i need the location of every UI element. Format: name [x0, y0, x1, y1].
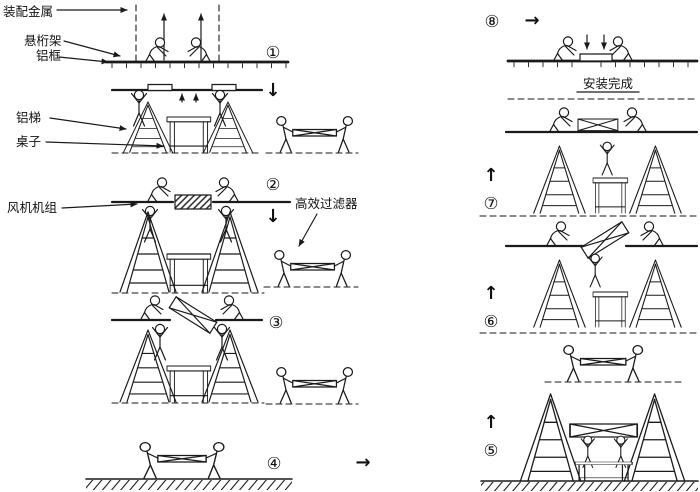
worker-figure	[552, 36, 577, 62]
flow-right-arrow-1: →	[355, 452, 370, 473]
flow-down-arrow-2: ↓	[265, 206, 280, 227]
worker-figure	[144, 37, 169, 63]
step-5-marker: ⑤	[484, 441, 499, 460]
flow-up-arrow-1: ↑	[483, 165, 498, 186]
frame-leader	[58, 56, 109, 65]
table-figure	[166, 116, 212, 153]
ladder-figure	[519, 393, 582, 482]
label-hepa-filter: 高效过滤器	[295, 196, 358, 211]
ladder-figure	[623, 393, 686, 482]
worker-figure	[146, 177, 171, 203]
labels: 装配金属 悬桁架 铝框 铝梯 桌子 风机机组 高效过滤器 安装完成	[3, 4, 633, 215]
worker-figure	[220, 295, 245, 321]
worker-figure	[609, 36, 634, 62]
worker-figure	[623, 107, 648, 133]
hepa-filter-leader	[298, 213, 318, 247]
label-assembly-metal: 装配金属	[3, 4, 53, 19]
installed-filter-panel	[579, 53, 613, 62]
filter-panel-figure	[577, 118, 619, 132]
step-6-marker: ⑥	[484, 312, 499, 331]
ceiling-panel	[147, 83, 173, 92]
worker-figure	[187, 37, 212, 63]
table-figure	[574, 461, 633, 482]
ceiling-assembly-scene	[56, 4, 290, 69]
filter-carry-figure	[563, 344, 644, 382]
tilted-filter-figure	[580, 221, 630, 259]
worker-figure	[599, 141, 615, 176]
hatched-ground	[481, 482, 698, 491]
flow-up-arrow-2: ↑	[483, 283, 498, 304]
ceiling-grid-ticks	[111, 63, 287, 69]
filter-panel-figure	[569, 423, 639, 438]
ladder-figure	[629, 145, 682, 214]
tilted-filter-figure	[168, 296, 218, 334]
step-3-marker: ③	[269, 313, 284, 332]
ladder-figure	[533, 259, 586, 328]
step-8-marker: ⑧	[485, 12, 500, 31]
worker-figure	[545, 221, 570, 247]
step-4-marker: ④	[267, 454, 282, 473]
filter-carry-figure	[276, 115, 354, 153]
filter-lift-scene	[480, 344, 699, 491]
worker-figure	[215, 177, 240, 203]
frame-hoist-scene	[45, 83, 359, 154]
fan-unit-leader	[61, 201, 138, 209]
ladder-figure	[533, 145, 586, 214]
ceiling-panel	[211, 83, 237, 92]
ladder-leader	[49, 117, 127, 132]
label-aluminum-ladder: 铝梯	[16, 110, 41, 125]
step-1-marker: ①	[266, 43, 281, 62]
label-fan-unit: 风机机组	[7, 200, 57, 215]
fan-unit-hoist-scene	[61, 177, 359, 294]
filter-flat-scene	[479, 107, 699, 217]
label-table: 桌子	[16, 134, 41, 149]
step-7-marker: ⑦	[484, 194, 499, 213]
ladder-figure	[201, 211, 259, 293]
ceiling-grid-ticks	[513, 62, 689, 68]
worker-figure	[139, 295, 164, 321]
flow-right-arrow-2: →	[524, 10, 539, 31]
flow-up-arrow-3: ↑	[483, 412, 498, 433]
table-figure	[592, 177, 629, 214]
filter-carry-scene	[85, 441, 293, 490]
filter-carry-figure	[274, 249, 352, 287]
worker-figure	[587, 253, 603, 288]
filter-tilt-scene	[110, 295, 359, 405]
table-leader	[45, 141, 164, 149]
final-press-scene	[506, 34, 699, 100]
filter-tilt-right-scene	[479, 221, 699, 334]
flow-markers: ① ↓ ② ↓ ③ ④ → ⑧ → ↑ ⑦ ↑ ⑥ ↑ ⑤	[265, 10, 539, 473]
filter-carry-figure	[276, 366, 354, 404]
worker-figure	[640, 221, 665, 247]
table-figure	[592, 291, 629, 328]
truss-leader	[63, 40, 121, 58]
hatched-ground	[86, 480, 292, 490]
label-aluminum-frame: 铝框	[36, 48, 62, 63]
ladder-figure	[202, 101, 254, 153]
worker-figure	[548, 107, 573, 133]
filter-carry-figure	[139, 441, 225, 479]
label-suspension-truss: 悬桁架	[24, 33, 62, 48]
ladder-figure	[629, 259, 682, 328]
fan-unit-figure	[174, 194, 212, 210]
label-installation-complete: 安装完成	[583, 76, 633, 91]
step-2-marker: ②	[266, 175, 281, 194]
ladder-figure	[119, 211, 177, 293]
flow-down-arrow-1: ↓	[265, 80, 280, 101]
